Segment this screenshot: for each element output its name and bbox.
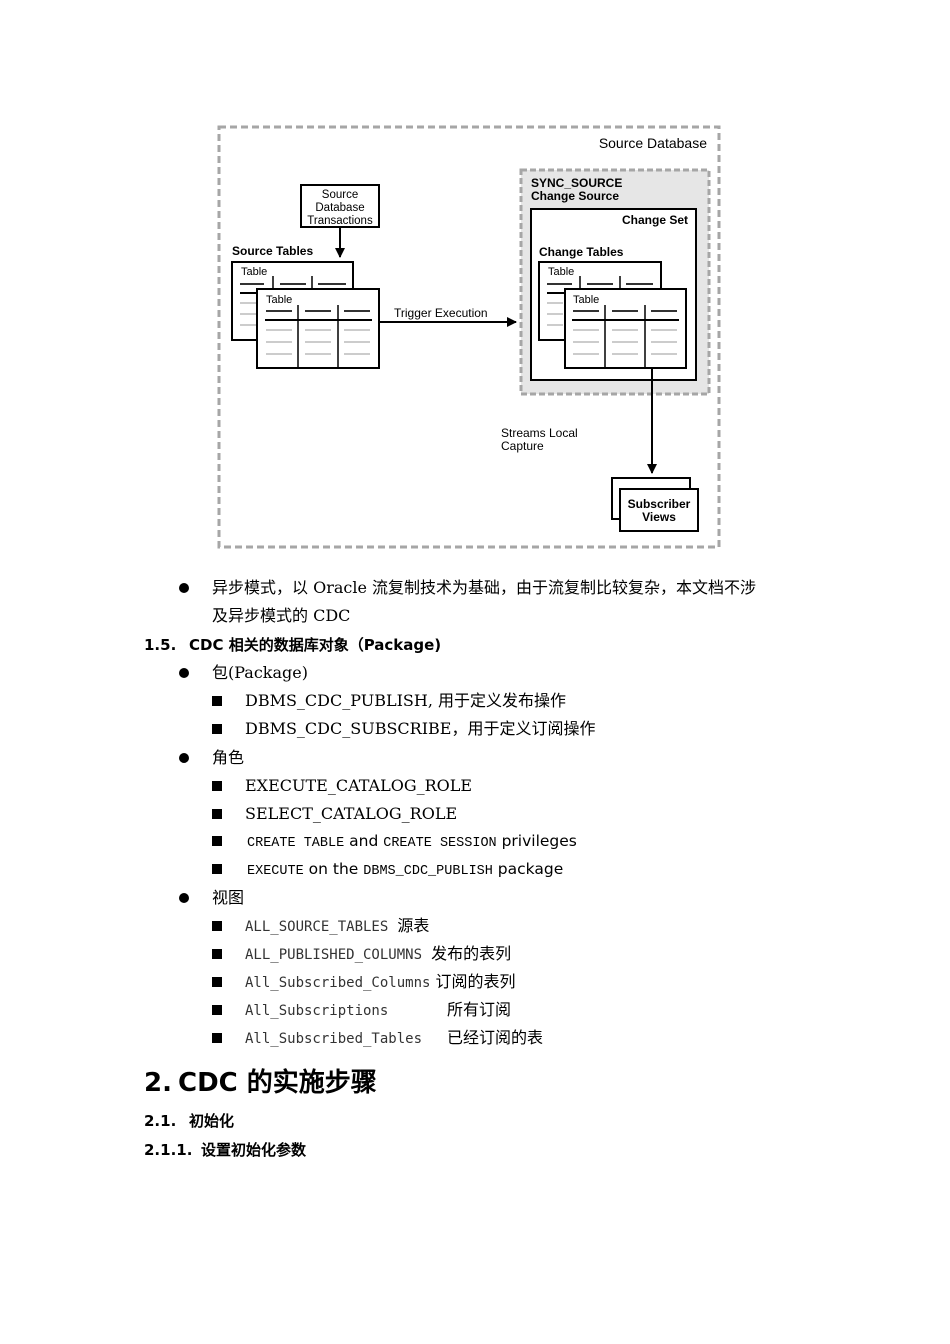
view-name: ALL_SOURCE_TABLES bbox=[245, 919, 389, 935]
bullet-square-icon bbox=[212, 977, 222, 987]
bullet-square-icon bbox=[212, 696, 222, 706]
section-2-1-heading: 2.1. 初始化 bbox=[144, 1110, 234, 1131]
bullet-dot-icon bbox=[179, 893, 189, 903]
source-tables-label: Source Tables bbox=[232, 244, 313, 258]
section-2-1-1-heading: 2.1.1. 设置初始化参数 bbox=[144, 1139, 306, 1160]
async-mode-line1: 异步模式，以 Oracle 流复制技术为基础，由于流复制比较复杂，本文档不涉 bbox=[212, 578, 757, 597]
view-item-subscribed-tables: All_Subscribed_Tables 已经订阅的表 bbox=[245, 1027, 543, 1050]
chapter-2-heading: 2.CDC 的实施步骤 bbox=[144, 1062, 377, 1099]
subscriber-views-line1: Subscriber bbox=[628, 497, 691, 511]
view-desc: 源表 bbox=[397, 916, 430, 935]
view-name: All_Subscribed_Columns bbox=[245, 975, 431, 991]
cdc-architecture-diagram: Source Database SYNC_SOURCE Change Sourc… bbox=[217, 125, 721, 549]
transactions-line2: Database bbox=[315, 202, 364, 214]
change-source-label: Change Source bbox=[531, 189, 619, 203]
trigger-execution-label: Trigger Execution bbox=[394, 306, 488, 320]
bullet-square-icon bbox=[212, 836, 222, 846]
section-2-1-number: 2.1. bbox=[144, 1112, 177, 1130]
role-item-create-privileges: CREATE TABLE and CREATE SESSION privileg… bbox=[247, 830, 577, 855]
views-label: 视图 bbox=[212, 888, 245, 907]
change-table-back-label: Table bbox=[548, 266, 574, 278]
bullet-square-icon bbox=[212, 921, 222, 931]
source-table-front-label: Table bbox=[266, 294, 292, 306]
on-the-text: on the bbox=[303, 860, 364, 878]
dbms-cdc-publish-code: DBMS_CDC_PUBLISH bbox=[363, 864, 493, 879]
roles-label: 角色 bbox=[212, 748, 245, 767]
package-text: package bbox=[492, 860, 564, 878]
bullet-square-icon bbox=[212, 781, 222, 791]
source-database-border bbox=[217, 125, 721, 549]
view-name: ALL_PUBLISHED_COLUMNS bbox=[245, 947, 423, 963]
view-desc: 已经订阅的表 bbox=[447, 1028, 544, 1047]
bullet-square-icon bbox=[212, 724, 222, 734]
change-table-front-label: Table bbox=[573, 294, 599, 306]
transactions-line1: Source bbox=[322, 189, 358, 201]
change-table-front: Table bbox=[564, 288, 687, 369]
and-text: and bbox=[344, 832, 384, 850]
change-set-label: Change Set bbox=[622, 213, 688, 227]
chapter-2-number: 2. bbox=[144, 1068, 172, 1098]
view-name: All_Subscriptions bbox=[245, 1003, 389, 1019]
section-1-5-title: CDC 相关的数据库对象（Package) bbox=[189, 636, 442, 654]
bullet-dot-icon bbox=[179, 753, 189, 763]
streams-capture-line1: Streams Local bbox=[501, 426, 578, 440]
package-item-subscribe: DBMS_CDC_SUBSCRIBE，用于定义订阅操作 bbox=[245, 719, 596, 738]
bullet-square-icon bbox=[212, 864, 222, 874]
role-item-execute-catalog: EXECUTE_CATALOG_ROLE bbox=[245, 776, 473, 795]
bullet-square-icon bbox=[212, 809, 222, 819]
streams-capture-line2: Capture bbox=[501, 439, 544, 453]
source-table-front: Table bbox=[256, 288, 380, 369]
view-name: All_Subscribed_Tables bbox=[245, 1031, 423, 1047]
change-tables-label: Change Tables bbox=[539, 245, 624, 259]
source-table-back-label: Table bbox=[241, 266, 267, 278]
view-item-subscribed-columns: All_Subscribed_Columns 订阅的表列 bbox=[245, 971, 516, 994]
package-item-publish: DBMS_CDC_PUBLISH, 用于定义发布操作 bbox=[245, 691, 567, 710]
async-mode-line2: 及异步模式的 CDC bbox=[212, 606, 351, 625]
subscriber-views-front bbox=[619, 488, 699, 532]
source-database-label: Source Database bbox=[599, 135, 707, 151]
role-item-execute-package: EXECUTE on the DBMS_CDC_PUBLISH package bbox=[247, 858, 563, 883]
chapter-2-title: CDC 的实施步骤 bbox=[178, 1068, 377, 1098]
section-1-5-number: 1.5. bbox=[144, 636, 177, 654]
view-desc: 发布的表列 bbox=[431, 944, 512, 963]
section-1-5-heading: 1.5. CDC 相关的数据库对象（Package) bbox=[144, 634, 441, 655]
section-2-1-title: 初始化 bbox=[189, 1112, 235, 1130]
execute-code: EXECUTE bbox=[247, 864, 304, 879]
bullet-square-icon bbox=[212, 949, 222, 959]
create-session-code: CREATE SESSION bbox=[383, 836, 497, 851]
section-2-1-1-title: 设置初始化参数 bbox=[201, 1141, 307, 1159]
role-item-select-catalog: SELECT_CATALOG_ROLE bbox=[245, 804, 458, 823]
bullet-dot-icon bbox=[179, 583, 189, 593]
subscriber-views-line2: Views bbox=[642, 510, 676, 524]
bullet-square-icon bbox=[212, 1005, 222, 1015]
view-item-subscriptions: All_Subscriptions 所有订阅 bbox=[245, 999, 511, 1022]
bullet-dot-icon bbox=[179, 668, 189, 678]
section-2-1-1-number: 2.1.1. bbox=[144, 1141, 193, 1159]
bullet-square-icon bbox=[212, 1033, 222, 1043]
view-item-source-tables: ALL_SOURCE_TABLES 源表 bbox=[245, 915, 429, 938]
view-item-published-columns: ALL_PUBLISHED_COLUMNS 发布的表列 bbox=[245, 943, 511, 966]
create-table-code: CREATE TABLE bbox=[247, 836, 345, 851]
view-desc: 所有订阅 bbox=[447, 1000, 512, 1019]
transactions-line3: Transactions bbox=[307, 215, 373, 227]
sync-source-label: SYNC_SOURCE bbox=[531, 176, 622, 190]
privileges-text: privileges bbox=[496, 832, 577, 850]
view-desc: 订阅的表列 bbox=[435, 972, 516, 991]
package-label: 包(Package) bbox=[212, 663, 308, 682]
